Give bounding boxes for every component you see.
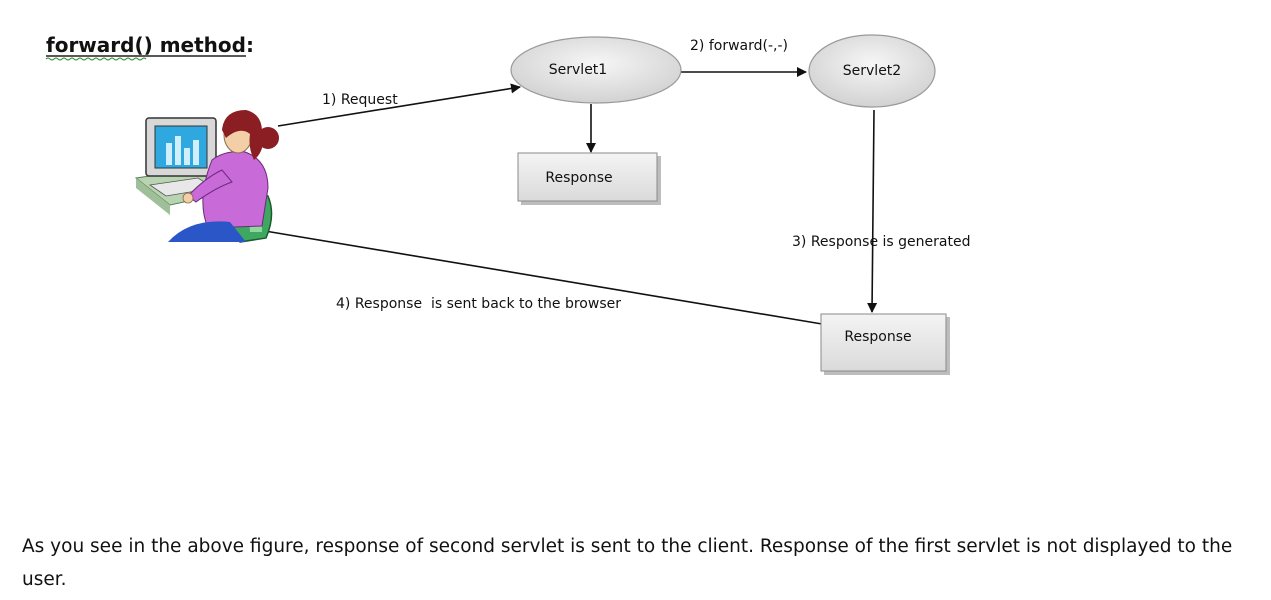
edge-label-sent-back: 4) Response is sent back to the browser (336, 296, 621, 312)
forward-method-diagram: forward() method: Servlet1 Servlet2 Resp… (45, 33, 970, 375)
arrow-response-to-browser (258, 226, 823, 325)
edge-label-generated: 3) Response is generated (792, 234, 970, 250)
edge-label-forward: 2) forward(-,-) (690, 38, 788, 54)
spellcheck-squiggle (45, 57, 147, 61)
arrow-request (277, 83, 521, 127)
servlet2-node: Servlet2 (808, 34, 936, 108)
response1-label: Response (545, 170, 612, 186)
response1-node: Response (517, 152, 661, 205)
figure-caption: As you see in the above figure, response… (22, 536, 1233, 590)
diagram-title: forward() method: (46, 33, 254, 57)
servlet1-label: Servlet1 (549, 62, 607, 78)
user-at-computer-icon (134, 110, 279, 243)
servlet1-node: Servlet1 (510, 36, 682, 104)
response2-label: Response (844, 329, 911, 345)
response2-node: Response (820, 313, 950, 375)
edge-label-request: 1) Request (322, 92, 398, 108)
arrow-servlet2-response (867, 109, 878, 313)
servlet2-label: Servlet2 (843, 63, 901, 79)
